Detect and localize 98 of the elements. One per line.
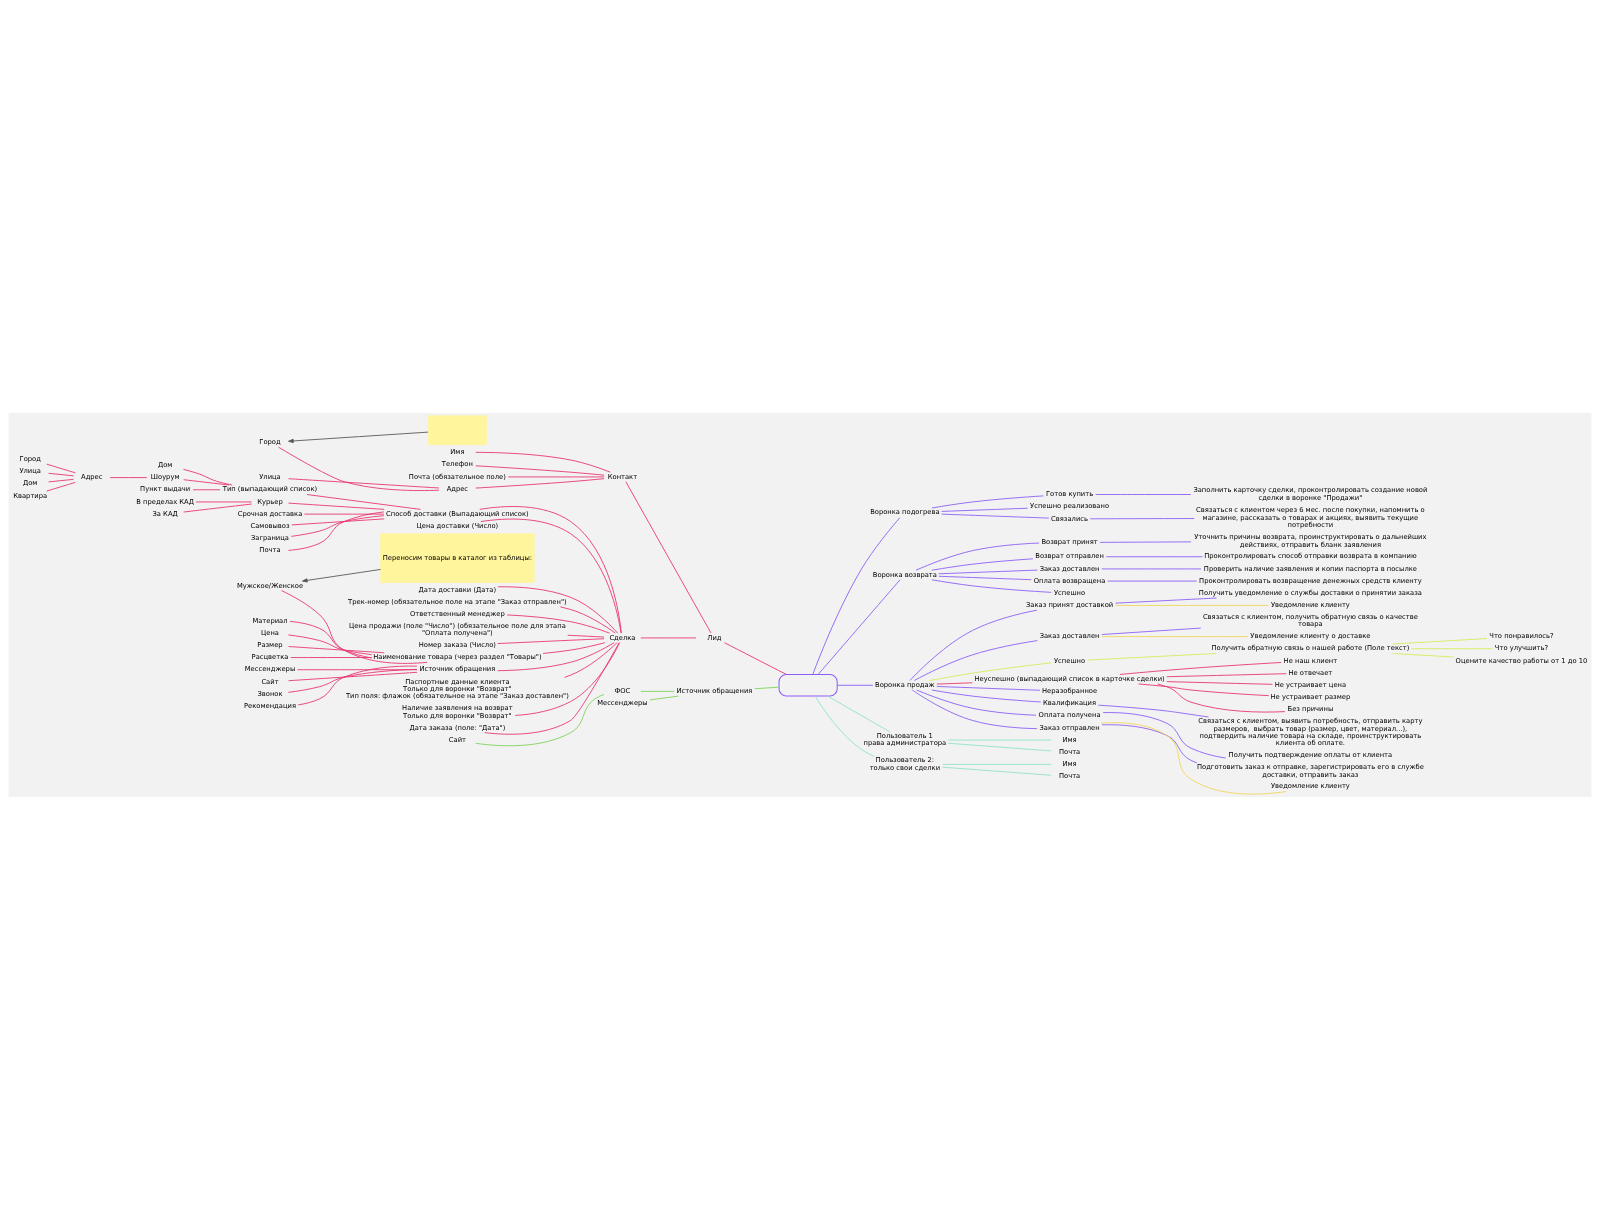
connector (817, 579, 901, 675)
connector (836, 684, 874, 686)
connector (1166, 673, 1287, 678)
connector (48, 472, 74, 477)
connector (475, 451, 611, 473)
connector (183, 503, 253, 513)
connector (812, 517, 901, 675)
connector (1101, 568, 1202, 570)
connector (567, 634, 605, 638)
connector (484, 642, 620, 735)
connector (183, 479, 230, 486)
node-box (778, 673, 838, 697)
connector (941, 513, 1050, 519)
connector (931, 558, 1034, 571)
connector (195, 501, 252, 503)
connector (46, 481, 76, 492)
connector (288, 671, 418, 682)
connector (497, 638, 605, 644)
connector (287, 634, 373, 656)
connector (931, 495, 1044, 509)
connector (942, 763, 1052, 765)
connector (288, 646, 385, 654)
connector (497, 642, 615, 672)
connector (936, 682, 973, 685)
connector (1138, 683, 1270, 697)
connector (287, 511, 385, 551)
connector (1105, 556, 1203, 558)
connector (947, 739, 1052, 741)
connector (287, 668, 418, 693)
connector (192, 489, 221, 491)
connector (931, 579, 1052, 593)
connector (1410, 648, 1493, 650)
connector (1089, 518, 1195, 520)
connector (564, 642, 618, 678)
connector (941, 507, 1029, 512)
connector (506, 614, 611, 634)
connector (507, 476, 605, 478)
connector (288, 502, 385, 510)
connector (291, 518, 385, 526)
arrow (288, 431, 429, 444)
connector (109, 477, 148, 479)
connector (936, 686, 1041, 691)
connector (1099, 541, 1192, 543)
connector (1095, 494, 1192, 495)
connector (288, 478, 440, 489)
connector (183, 468, 233, 486)
connector (297, 669, 418, 671)
connector (911, 689, 1038, 730)
connector (649, 695, 679, 701)
connector (913, 640, 1038, 681)
connector (942, 766, 1052, 776)
connector (542, 642, 606, 654)
connector (1166, 681, 1273, 685)
connector (724, 642, 787, 675)
connector (1101, 636, 1249, 637)
connector (281, 590, 428, 664)
connector (1097, 704, 1209, 718)
connector (1392, 638, 1488, 645)
connector (1087, 653, 1217, 661)
connector (46, 463, 76, 474)
connector (48, 478, 74, 483)
connector (1119, 662, 1282, 675)
connector (938, 569, 1038, 575)
connector (640, 690, 675, 692)
connector (514, 642, 621, 716)
connector (475, 465, 605, 476)
connector (289, 620, 373, 659)
connector (303, 513, 385, 515)
connector (278, 446, 440, 491)
connector (916, 689, 1037, 716)
connector (475, 478, 605, 489)
connector (909, 609, 1038, 681)
connector (931, 689, 1042, 703)
connector (1100, 722, 1287, 795)
connector (1107, 580, 1198, 582)
connector (1392, 653, 1455, 658)
connector (297, 665, 418, 706)
connector (290, 515, 385, 537)
connector (915, 542, 1040, 571)
connector (625, 481, 712, 634)
connector (1115, 597, 1217, 604)
connector (814, 695, 875, 757)
connector (947, 742, 1052, 752)
connector (929, 662, 1052, 681)
connector (1101, 724, 1198, 764)
connector (1102, 712, 1227, 759)
connector (827, 695, 891, 733)
connector (559, 606, 616, 634)
connector (497, 586, 619, 634)
connector (1157, 683, 1286, 713)
connector (475, 694, 605, 747)
connector (938, 575, 1032, 581)
connector (1101, 627, 1202, 635)
node-box (427, 415, 487, 446)
arrow (302, 569, 381, 583)
connector (754, 686, 780, 690)
connector (306, 494, 421, 510)
connector (1115, 605, 1269, 606)
